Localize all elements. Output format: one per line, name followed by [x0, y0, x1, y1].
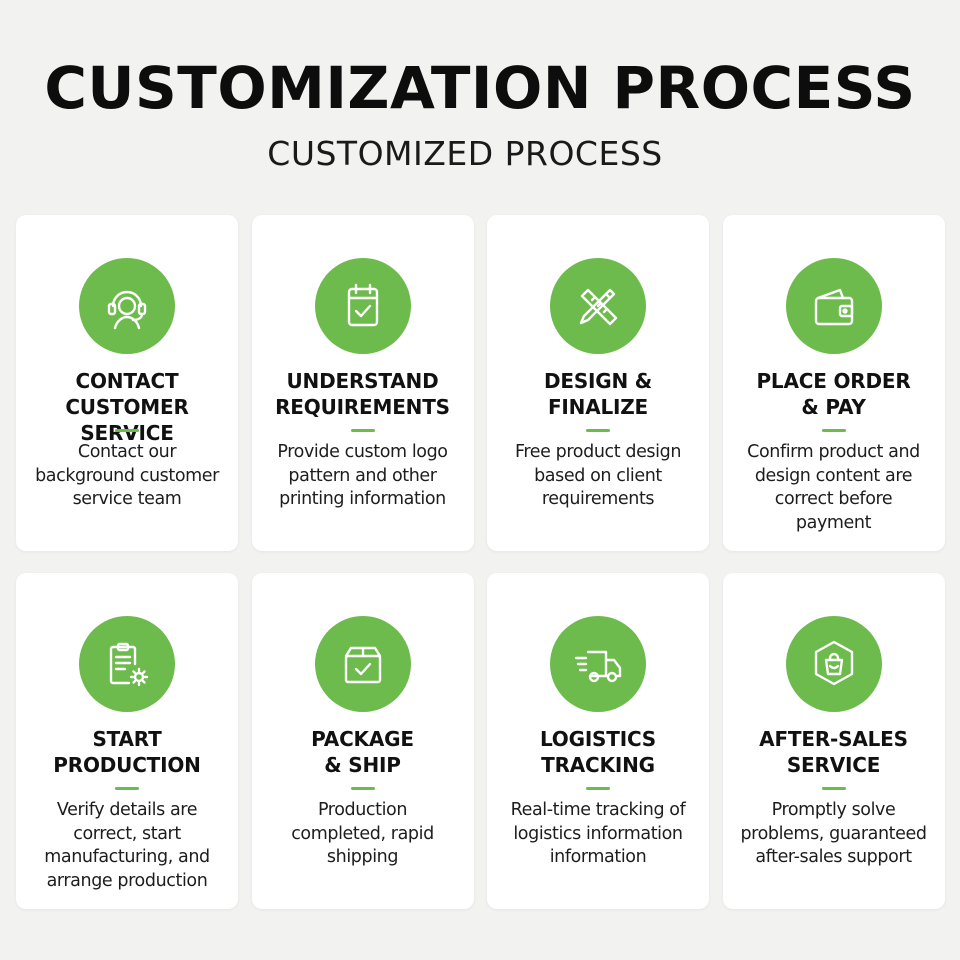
step-title: UNDERSTAND REQUIREMENTS — [275, 369, 450, 419]
step-description: Contact our background customer service … — [35, 442, 219, 509]
step-card-contact-customer-service: CONTACT CUSTOMER SERVICE Contact our bac… — [16, 215, 238, 551]
process-grid: CONTACT CUSTOMER SERVICE Contact our bac… — [16, 215, 945, 909]
step-divider — [586, 787, 610, 790]
step-title: CONTACT CUSTOMER SERVICE — [65, 369, 189, 445]
step-description: Provide custom logo pattern and other pr… — [277, 442, 448, 509]
step-title: LOGISTICS TRACKING — [539, 727, 657, 777]
step-description: Confirm product and design content are c… — [747, 442, 920, 533]
step-description: Real-time tracking of logistics informat… — [510, 800, 686, 867]
step-description: Promptly solve problems, guaranteed afte… — [740, 800, 927, 867]
step-divider — [115, 787, 139, 790]
step-title: START PRODUCTION — [53, 727, 201, 777]
step-divider — [821, 787, 846, 790]
step-title: AFTER-SALES SERVICE — [759, 727, 908, 777]
step-divider — [350, 429, 375, 432]
delivery-truck-icon — [550, 616, 646, 712]
step-description: Production completed, rapid shipping — [291, 800, 434, 867]
step-divider — [586, 429, 610, 432]
step-description: Free product design based on client requ… — [514, 442, 682, 509]
headset-agent-icon — [79, 258, 175, 354]
page-title: CUSTOMIZATION PROCESS — [44, 54, 916, 122]
clipboard-check-icon — [314, 258, 411, 354]
package-check-icon — [314, 616, 411, 712]
shopping-bag-badge-icon — [785, 616, 882, 712]
step-title: PACKAGE & SHIP — [311, 727, 414, 777]
step-card-after-sales-service: AFTER-SALES SERVICE Promptly solve probl… — [722, 573, 945, 909]
step-description: Verify details are correct, start manufa… — [44, 800, 210, 891]
page-subtitle: CUSTOMIZED PROCESS — [267, 134, 663, 173]
step-divider — [821, 429, 846, 432]
step-card-design-finalize: DESIGN & FINALIZE Free product design ba… — [487, 215, 709, 551]
step-card-logistics-tracking: LOGISTICS TRACKING Real-time tracking of… — [487, 573, 709, 909]
step-card-package-ship: PACKAGE & SHIP Production completed, rap… — [251, 573, 474, 909]
pencil-ruler-icon — [550, 258, 646, 354]
step-divider — [115, 429, 139, 432]
clipboard-gear-icon — [79, 616, 175, 712]
step-card-understand-requirements: UNDERSTAND REQUIREMENTS Provide custom l… — [251, 215, 474, 551]
step-divider — [350, 787, 375, 790]
step-title: DESIGN & FINALIZE — [543, 369, 653, 419]
wallet-icon — [785, 258, 882, 354]
step-title: PLACE ORDER & PAY — [756, 369, 911, 419]
step-card-place-order-pay: PLACE ORDER & PAY Confirm product and de… — [722, 215, 945, 551]
step-card-start-production: START PRODUCTION Verify details are corr… — [16, 573, 238, 909]
